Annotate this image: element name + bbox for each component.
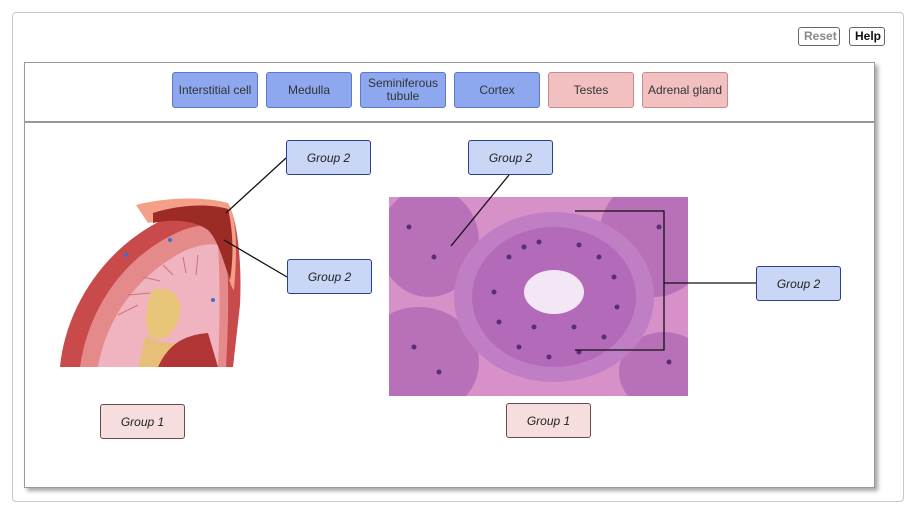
reset-button[interactable]: Reset [798, 27, 840, 46]
label-interstitial-cell[interactable]: Interstitial cell [172, 72, 258, 108]
testes-micrograph [359, 177, 709, 417]
label-medulla[interactable]: Medulla [266, 72, 352, 108]
target-testes-top[interactable]: Group 2 [468, 140, 553, 175]
testes-histology-illustration [359, 177, 709, 417]
target-adrenal-middle[interactable]: Group 2 [287, 259, 372, 294]
label-bank: Interstitial cell Medulla Seminiferous t… [25, 63, 874, 123]
label-seminiferous-tubule[interactable]: Seminiferous tubule [360, 72, 446, 108]
target-testes-bottom[interactable]: Group 1 [506, 403, 591, 438]
target-adrenal-bottom[interactable]: Group 1 [100, 404, 185, 439]
adrenal-gland-image [58, 195, 248, 375]
help-button[interactable]: Help [849, 27, 885, 46]
target-testes-right[interactable]: Group 2 [756, 266, 841, 301]
adrenal-gland-illustration [60, 198, 241, 367]
label-adrenal-gland[interactable]: Adrenal gland [642, 72, 728, 108]
target-adrenal-top[interactable]: Group 2 [286, 140, 371, 175]
label-testes[interactable]: Testes [548, 72, 634, 108]
label-cortex[interactable]: Cortex [454, 72, 540, 108]
